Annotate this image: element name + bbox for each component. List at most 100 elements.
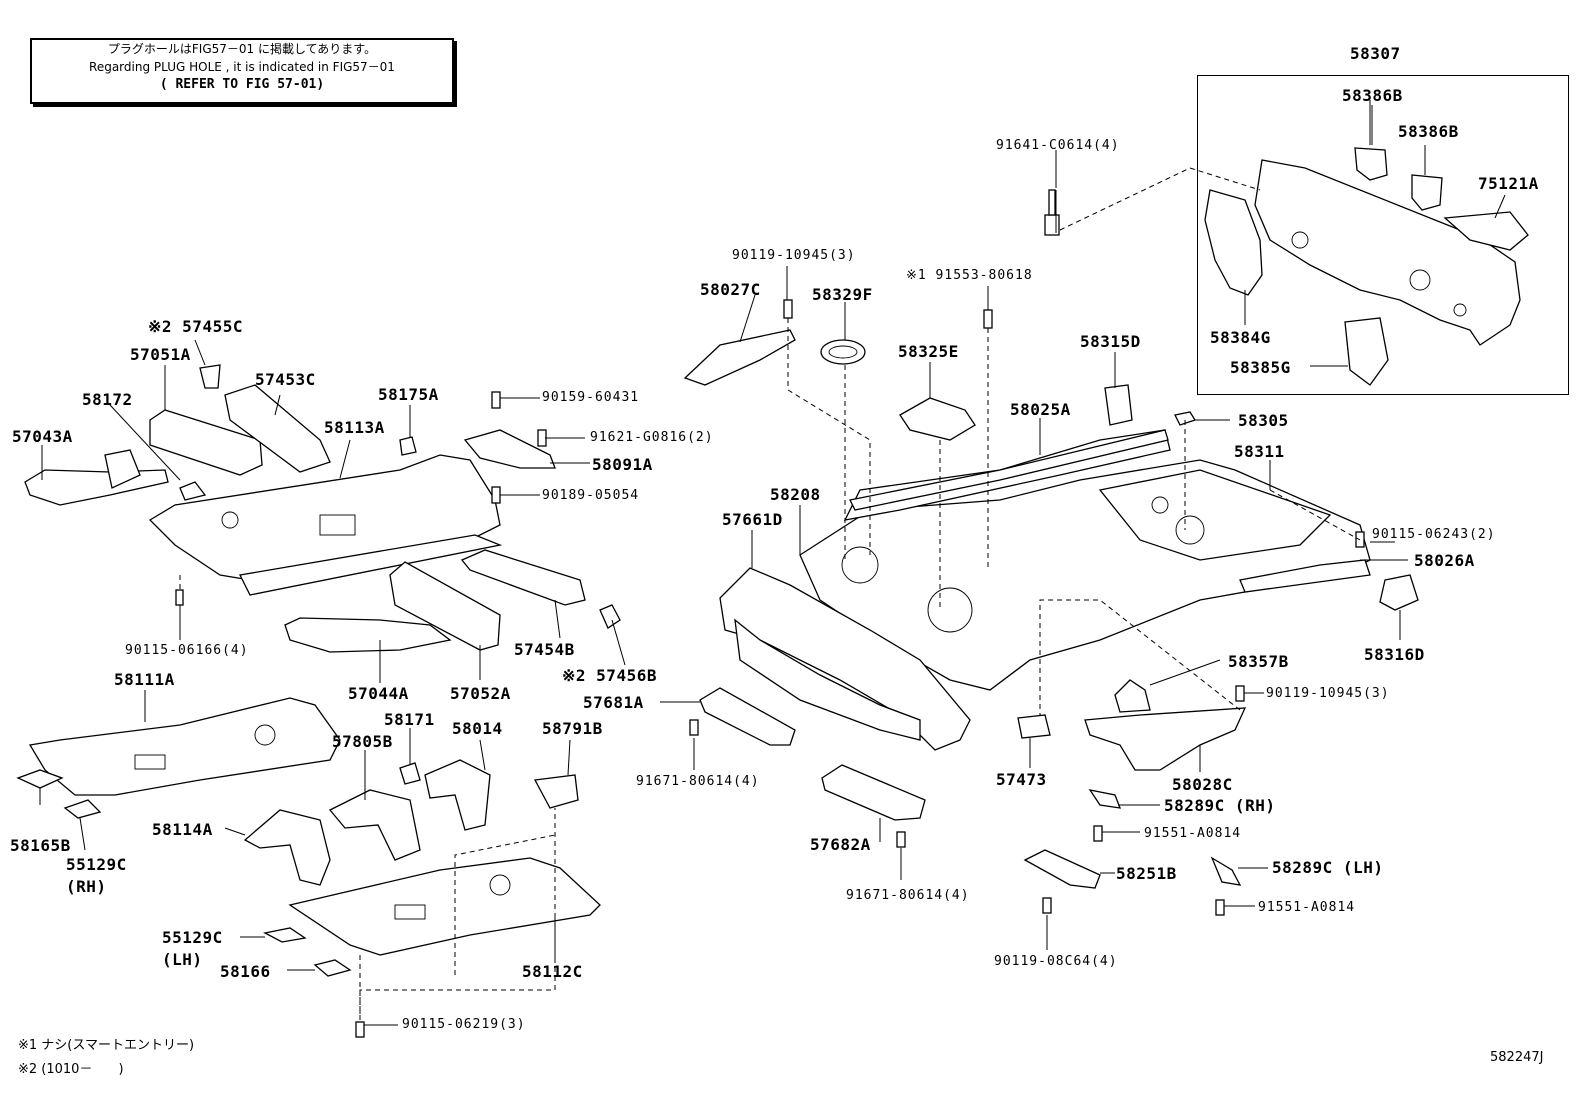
rear-panel-assembly — [1204, 147, 1529, 386]
clip-57456b — [599, 604, 621, 629]
part-label-58025a[interactable]: 58025A — [1010, 400, 1071, 419]
extension-57682a — [821, 764, 926, 821]
part-label-58028c[interactable]: 58028C — [1172, 775, 1233, 794]
part-label-58251b[interactable]: 58251B — [1116, 864, 1177, 883]
reference-note: プラグホールはFIG57－01 に掲載してあります。 Regarding PLU… — [30, 38, 454, 104]
part-label-58113a[interactable]: 58113A — [324, 418, 385, 437]
part-label-91671-80614[interactable]: 91671-80614(4) — [636, 774, 760, 789]
part-label-58026a[interactable]: 58026A — [1414, 551, 1475, 570]
clip-57455c — [199, 364, 221, 389]
part-label-90119-10945[interactable]: 90119-10945(3) — [732, 248, 856, 263]
member-57052a — [389, 561, 501, 651]
plug-58175a — [399, 436, 417, 456]
part-label-90115-06243[interactable]: 90115-06243(2) — [1372, 527, 1496, 542]
extension-58026a — [1239, 559, 1371, 593]
bracket-58316d — [1379, 574, 1419, 611]
part-label-57805b[interactable]: 57805B — [332, 732, 393, 751]
part-label-58316d[interactable]: 58316D — [1364, 645, 1425, 664]
bolt-91641 — [1044, 189, 1060, 236]
bracket-58289c-rh — [1088, 789, 1122, 809]
part-label-57044a[interactable]: 57044A — [348, 684, 409, 703]
member-57453c — [224, 384, 331, 473]
part-label-58386b[interactable]: 58386B — [1398, 122, 1459, 141]
part-label-58114a[interactable]: 58114A — [152, 820, 213, 839]
part-label-91551-a0814[interactable]: 91551-A0814 — [1144, 826, 1242, 841]
part-label-58307[interactable]: 58307 — [1350, 44, 1401, 63]
part-label-58166[interactable]: 58166 — [220, 962, 271, 981]
part-label-90115-06219[interactable]: 90115-06219(3) — [402, 1017, 526, 1032]
front-floor-pan — [148, 454, 503, 596]
part-label-57455c[interactable]: ※2 57455C — [148, 317, 243, 336]
part-label-57682a[interactable]: 57682A — [810, 835, 871, 854]
part-label-58171[interactable]: 58171 — [384, 710, 435, 729]
part-label-58289c-rh[interactable]: 58289C (RH) — [1164, 796, 1276, 815]
part-label-58172[interactable]: 58172 — [82, 390, 133, 409]
part-label-58091a[interactable]: 58091A — [592, 455, 653, 474]
part-label-58325e[interactable]: 58325E — [898, 342, 959, 361]
figure-code: 582247J — [1490, 1050, 1544, 1065]
part-label-57473[interactable]: 57473 — [996, 770, 1047, 789]
note-line-en: Regarding PLUG HOLE , it is indicated in… — [89, 60, 395, 74]
part-label-58386b[interactable]: 58386B — [1342, 86, 1403, 105]
part-label-58791b[interactable]: 58791B — [542, 719, 603, 738]
part-label-57661d[interactable]: 57661D — [722, 510, 783, 529]
part-label-58357b[interactable]: 58357B — [1228, 652, 1289, 671]
rear-panel-inset — [1197, 75, 1569, 395]
part-label-58289c-lh[interactable]: 58289C (LH) — [1272, 858, 1384, 877]
part-label-58165b[interactable]: 58165B — [10, 836, 71, 855]
part-label-58112c[interactable]: 58112C — [522, 962, 583, 981]
part-label-91553-80618[interactable]: ※1 91553-80618 — [906, 268, 1033, 283]
bracket-58357b — [1114, 679, 1151, 713]
part-label-58311[interactable]: 58311 — [1234, 442, 1285, 461]
part-label-58315d[interactable]: 58315D — [1080, 332, 1141, 351]
part-label-58014[interactable]: 58014 — [452, 719, 503, 738]
part-label-91551-a0814[interactable]: 91551-A0814 — [1258, 900, 1356, 915]
bracket-57473 — [1017, 714, 1051, 739]
crossmember-58028c — [1084, 707, 1247, 771]
part-label-58385g[interactable]: 58385G — [1230, 358, 1291, 377]
part-label-90159-60431[interactable]: 90159-60431 — [542, 390, 640, 405]
part-label-58305[interactable]: 58305 — [1238, 411, 1289, 430]
bracket-58289c-lh — [1210, 856, 1242, 886]
part-label-57454b[interactable]: 57454B — [514, 640, 575, 659]
part-label-57043a[interactable]: 57043A — [12, 427, 73, 446]
part-label-58175a[interactable]: 58175A — [378, 385, 439, 404]
part-label-91621-g0816[interactable]: 91621-G0816(2) — [590, 430, 714, 445]
part-label-90119-08c64[interactable]: 90119-08C64(4) — [994, 954, 1118, 969]
part-label-58208[interactable]: 58208 — [770, 485, 821, 504]
part-label-90189-05054[interactable]: 90189-05054 — [542, 488, 640, 503]
bracket-58014 — [424, 759, 491, 831]
pad-55129c-lh — [263, 927, 307, 943]
part-label-55129c-lh[interactable]: 55129C — [162, 928, 223, 947]
extension-57681a — [699, 687, 796, 746]
note-line-jp: プラグホールはFIG57－01 に掲載してあります。 — [107, 42, 377, 56]
clip-58172 — [179, 481, 207, 501]
front-floor-lower — [28, 697, 341, 796]
part-label-58027c[interactable]: 58027C — [700, 280, 761, 299]
bracket-58251b — [1023, 849, 1101, 889]
part-label-91641-c0614[interactable]: 91641-C0614(4) — [996, 138, 1120, 153]
brace-58027c — [683, 329, 796, 386]
clip-58171 — [399, 762, 421, 785]
part-label-90115-06166[interactable]: 90115-06166(4) — [125, 643, 249, 658]
part-label-91671-80614[interactable]: 91671-80614(4) — [846, 888, 970, 903]
part-label-58384g[interactable]: 58384G — [1210, 328, 1271, 347]
plug-58329f — [820, 339, 866, 365]
member-57044a — [284, 617, 452, 653]
part-label-57453c[interactable]: 57453C — [255, 370, 316, 389]
rear-floor-lower — [288, 857, 601, 956]
part-label-57051a[interactable]: 57051A — [130, 345, 191, 364]
part-label-57681a[interactable]: 57681A — [583, 693, 644, 712]
part-label-58111a[interactable]: 58111A — [114, 670, 175, 689]
pad-55129c-rh — [63, 799, 102, 819]
part-label-rh: (RH) — [66, 877, 107, 896]
part-label-57052a[interactable]: 57052A — [450, 684, 511, 703]
part-label-75121a[interactable]: 75121A — [1478, 174, 1539, 193]
part-label-58329f[interactable]: 58329F — [812, 285, 873, 304]
bracket-58114a — [243, 809, 331, 886]
part-label-57456b[interactable]: ※2 57456B — [562, 666, 657, 685]
part-label-55129c-rh[interactable]: 55129C — [66, 855, 127, 874]
part-label-90119-10945[interactable]: 90119-10945(3) — [1266, 686, 1390, 701]
member-57043a — [24, 469, 169, 506]
